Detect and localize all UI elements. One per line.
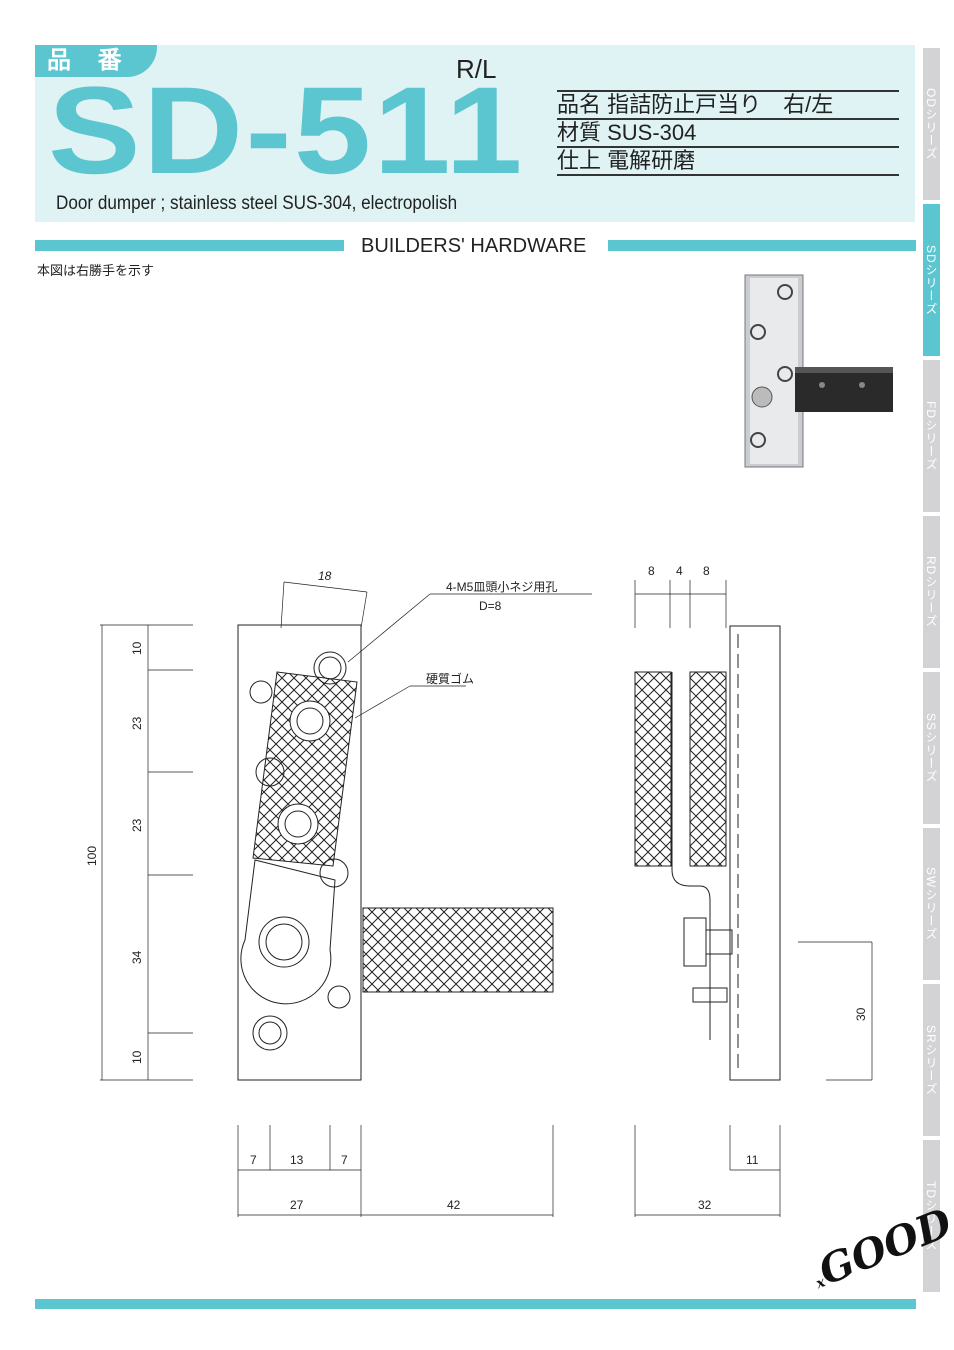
- spec-material: 材質 SUS-304: [557, 120, 899, 148]
- callout-rubber: 硬質ゴム: [426, 671, 474, 686]
- dim-side-top-2: 4: [676, 564, 683, 578]
- spec-list: 品名 指詰防止戸当り 右/左 材質 SUS-304 仕上 電解研磨: [557, 90, 899, 176]
- dim-left-5: 10: [130, 1050, 144, 1064]
- drawing-note: 本図は右勝手を示す: [37, 263, 155, 278]
- footer-bar: [35, 1299, 916, 1309]
- dim-side-top-1: 8: [648, 564, 655, 578]
- dim-bottom-13: 13: [290, 1153, 304, 1167]
- dim-right: 30: [854, 1007, 868, 1021]
- dim-bottom-42: 42: [447, 1198, 461, 1212]
- tab-od-series[interactable]: ODシリーズ: [923, 48, 940, 200]
- dim-left-4: 34: [130, 950, 144, 964]
- tab-fd-series[interactable]: FDシリーズ: [923, 360, 940, 512]
- dim-bottom-27: 27: [290, 1198, 304, 1212]
- divider-left: [35, 240, 344, 251]
- series-tabs: ODシリーズ SDシリーズ FDシリーズ RDシリーズ SSシリーズ SWシリー…: [923, 48, 954, 1296]
- front-plate: [237, 624, 362, 1081]
- dim-left-2: 23: [130, 716, 144, 730]
- tab-sd-series[interactable]: SDシリーズ: [923, 204, 940, 356]
- callout-depth: D=8: [479, 599, 502, 613]
- divider-right: [608, 240, 916, 251]
- dim-side-top-3: 8: [703, 564, 710, 578]
- description: Door dumper ; stainless steel SUS-304, e…: [56, 193, 458, 214]
- dim-left-3: 23: [130, 818, 144, 832]
- product-photo: [744, 274, 893, 468]
- tab-td-series[interactable]: TDシリーズ: [923, 1140, 940, 1292]
- callout-hole: 4-M5皿頭小ネジ用孔: [446, 580, 557, 594]
- hinban-label: 品 番: [35, 45, 157, 77]
- section-title: BUILDERS' HARDWARE: [361, 235, 587, 257]
- spec-name: 品名 指詰防止戸当り 右/左: [557, 90, 899, 120]
- tab-sw-series[interactable]: SWシリーズ: [923, 828, 940, 980]
- tab-ss-series[interactable]: SSシリーズ: [923, 672, 940, 824]
- dim-side-32: 32: [698, 1198, 712, 1212]
- dim-bottom-7b: 7: [341, 1153, 348, 1167]
- tab-sr-series[interactable]: SRシリーズ: [923, 984, 940, 1136]
- dim-side-11: 11: [746, 1153, 759, 1167]
- dim-total: 100: [85, 846, 99, 866]
- dim-left-1: 10: [130, 641, 144, 655]
- dim-bottom-7a: 7: [250, 1153, 257, 1167]
- spec-finish: 仕上 電解研磨: [557, 148, 899, 176]
- model-number: SD-511: [48, 62, 525, 200]
- rubber-bumper: [362, 907, 554, 993]
- tab-rd-series[interactable]: RDシリーズ: [923, 516, 940, 668]
- dim-top: 18: [318, 569, 332, 583]
- header-panel: [35, 45, 915, 222]
- hand-label: R/L: [456, 54, 497, 84]
